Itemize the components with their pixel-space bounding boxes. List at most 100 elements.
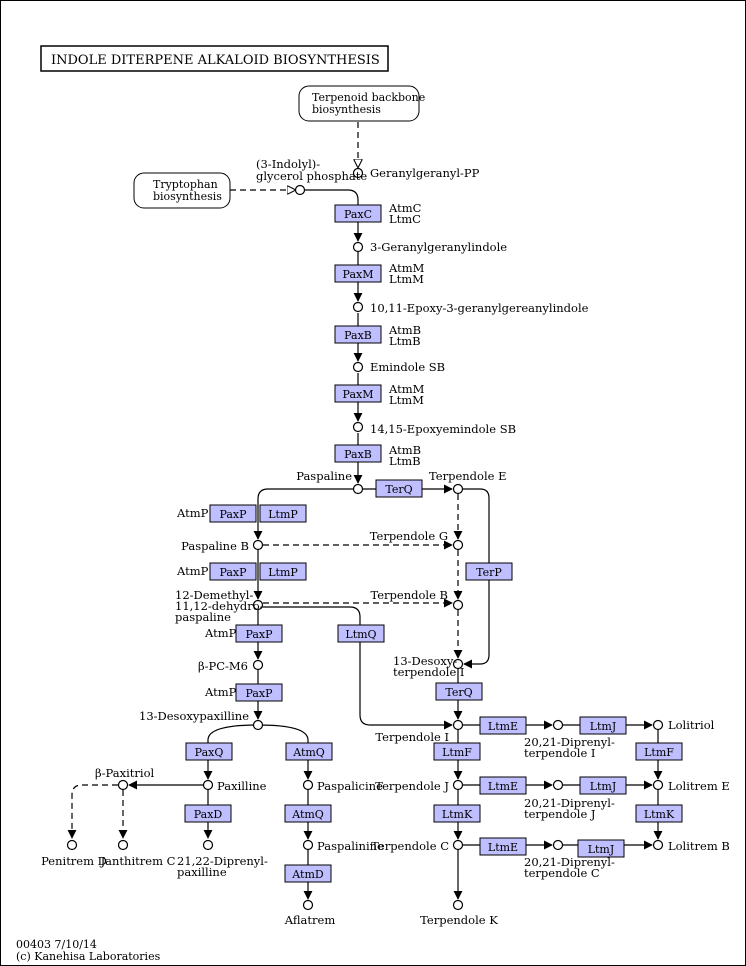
enzyme-paxm-2[interactable]: PaxM (334, 384, 382, 403)
compound-node-diprenyl-paxilline[interactable] (202, 839, 214, 851)
label-epoxy: 10,11-Epoxy-3-geranylgereanylindole (370, 301, 589, 315)
compound-node-demethyl[interactable] (252, 599, 264, 611)
enzyme-paxb-1[interactable]: PaxB (334, 325, 382, 344)
compound-node-indolyl[interactable] (294, 184, 306, 196)
map-link-terpenoid-line1: Terpenoid backbone (312, 91, 425, 104)
compound-node-epoxy[interactable] (352, 301, 364, 313)
enzyme-paxm-1[interactable]: PaxM (334, 264, 382, 283)
ortholog-atmp-4[interactable]: AtmP (204, 685, 237, 699)
enzyme-ltmp-1[interactable]: LtmP (259, 504, 307, 523)
enzyme-ltme-2[interactable]: LtmE (479, 776, 527, 795)
ortholog-atmc[interactable]: AtmC (388, 201, 422, 215)
ortholog-atmm-1[interactable]: AtmM (388, 261, 425, 275)
ortholog-ltmm-2[interactable]: LtmM (389, 393, 424, 407)
label-paxilline: Paxilline (217, 779, 267, 793)
map-id: 00403 7/10/14 (16, 938, 97, 951)
ortholog-ltmb-1[interactable]: LtmB (389, 334, 421, 348)
label-diprenyl-paxilline-1: 21,22-Diprenyl- (177, 854, 268, 868)
label-janthitrem-c: Janthitrem C (100, 854, 176, 868)
label-paspaline: Paspaline (296, 469, 352, 483)
enzyme-ltmp-1-label: LtmP (268, 508, 298, 521)
compound-node-terpendole-j[interactable] (452, 779, 464, 791)
enzyme-paxp-3[interactable]: PaxP (235, 624, 283, 643)
enzyme-paxc[interactable]: PaxC (334, 204, 382, 223)
compound-node-paspalicine[interactable] (302, 779, 314, 791)
enzyme-ltmq[interactable]: LtmQ (337, 624, 385, 643)
ortholog-atmb-2[interactable]: AtmB (388, 443, 421, 457)
map-link-tryptophan[interactable]: Tryptophan biosynthesis (133, 172, 231, 209)
map-link-terpenoid[interactable]: Terpenoid backbone biosynthesis (298, 85, 425, 122)
enzyme-paxq[interactable]: PaxQ (185, 742, 233, 761)
compound-node-lolitrem-e[interactable] (652, 779, 664, 791)
label-paspalinine: Paspalinine (317, 839, 384, 853)
compound-node-terpendole-k[interactable] (452, 899, 464, 911)
ortholog-atmp-2[interactable]: AtmP (176, 564, 209, 578)
enzyme-paxb-2-label: PaxB (344, 448, 372, 461)
enzyme-paxd[interactable]: PaxD (184, 804, 232, 823)
compound-node-desoxyterpendole-i[interactable] (452, 658, 464, 670)
compound-node-terpendole-c[interactable] (452, 839, 464, 851)
enzyme-ltmk-2[interactable]: LtmK (635, 804, 683, 823)
enzyme-paxb-2[interactable]: PaxB (334, 444, 382, 463)
compound-node-paspalinine[interactable] (302, 839, 314, 851)
enzyme-ltmf-1[interactable]: LtmF (433, 742, 481, 761)
enzyme-terq-2[interactable]: TerQ (435, 682, 483, 701)
enzyme-paxp-1[interactable]: PaxP (209, 504, 257, 523)
ortholog-atmp-1[interactable]: AtmP (176, 506, 209, 520)
compound-node-penitrem-d[interactable] (66, 839, 78, 851)
enzyme-atmd[interactable]: AtmD (284, 864, 332, 883)
compound-node-terpendole-g[interactable] (452, 539, 464, 551)
enzyme-terp-label: TerP (476, 566, 502, 579)
enzyme-atmq-2[interactable]: AtmQ (284, 804, 332, 823)
compound-node-aflatrem[interactable] (302, 899, 314, 911)
enzyme-ltmf-2[interactable]: LtmF (635, 742, 683, 761)
enzyme-ltmj-3[interactable]: LtmJ (577, 839, 625, 858)
compound-node-bpcm6[interactable] (252, 659, 264, 671)
compound-node-paxilline[interactable] (202, 779, 214, 791)
enzyme-ltme-3[interactable]: LtmE (479, 837, 527, 856)
ortholog-ltmm-1[interactable]: LtmM (389, 272, 424, 286)
compound-node-terpendole-i[interactable] (452, 719, 464, 731)
label-demethyl-1: 12-Demethyl- (175, 588, 253, 602)
enzyme-atmq-2-label: AtmQ (291, 808, 324, 821)
enzyme-ltmj-1[interactable]: LtmJ (579, 716, 627, 735)
ortholog-ltmb-2[interactable]: LtmB (389, 454, 421, 468)
compound-node-ggpp[interactable] (352, 167, 364, 179)
enzyme-paxp-2[interactable]: PaxP (209, 562, 257, 581)
enzyme-terq-1-label: TerQ (385, 483, 412, 496)
compound-node-diprenyl-j[interactable] (552, 779, 564, 791)
label-terpendole-c: Terpendole C (371, 839, 449, 853)
compound-node-terpendole-b[interactable] (452, 599, 464, 611)
enzyme-ltmk-1[interactable]: LtmK (433, 804, 481, 823)
compound-node-paspaline[interactable] (352, 483, 364, 495)
ortholog-atmb-1[interactable]: AtmB (388, 323, 421, 337)
enzyme-paxc-label: PaxC (344, 208, 372, 221)
compound-node-desoxypaxilline[interactable] (252, 719, 264, 731)
ortholog-ltmc[interactable]: LtmC (389, 212, 421, 226)
enzyme-paxp-4[interactable]: PaxP (235, 683, 283, 702)
map-link-tryptophan-line1: Tryptophan (153, 178, 218, 191)
compound-node-diprenyl-c[interactable] (552, 839, 564, 851)
enzyme-ltmj-2[interactable]: LtmJ (579, 776, 627, 795)
enzyme-ltmp-2[interactable]: LtmP (259, 562, 307, 581)
compound-node-janthitrem-c[interactable] (117, 839, 129, 851)
compound-node-terpendole-e[interactable] (452, 483, 464, 495)
label-epoxyemindole: 14,15-Epoxyemindole SB (370, 422, 516, 436)
compound-node-lolitriol[interactable] (652, 719, 664, 731)
compound-node-bpaxitriol[interactable] (117, 779, 129, 791)
ortholog-atmm-2[interactable]: AtmM (388, 382, 425, 396)
compound-node-lolitrem-b[interactable] (652, 839, 664, 851)
ortholog-atmp-3[interactable]: AtmP (204, 626, 237, 640)
enzyme-terp[interactable]: TerP (465, 562, 513, 581)
compound-node-diprenyl-i[interactable] (552, 719, 564, 731)
enzyme-ltme-1[interactable]: LtmE (479, 716, 527, 735)
compound-node-emindole[interactable] (352, 361, 364, 373)
label-diprenyl-paxilline-2: paxilline (177, 865, 227, 879)
compound-node-ggi[interactable] (352, 241, 364, 253)
enzyme-terq-1[interactable]: TerQ (375, 479, 423, 498)
compound-node-paspaline-b[interactable] (252, 539, 264, 551)
compound-node-epoxyemindole[interactable] (352, 421, 364, 433)
label-demethyl-2: 11,12-dehydro- (175, 599, 264, 613)
label-desoxyterpendole-i-1: 13-Desoxy- (393, 654, 457, 668)
enzyme-atmq-1[interactable]: AtmQ (285, 742, 333, 761)
